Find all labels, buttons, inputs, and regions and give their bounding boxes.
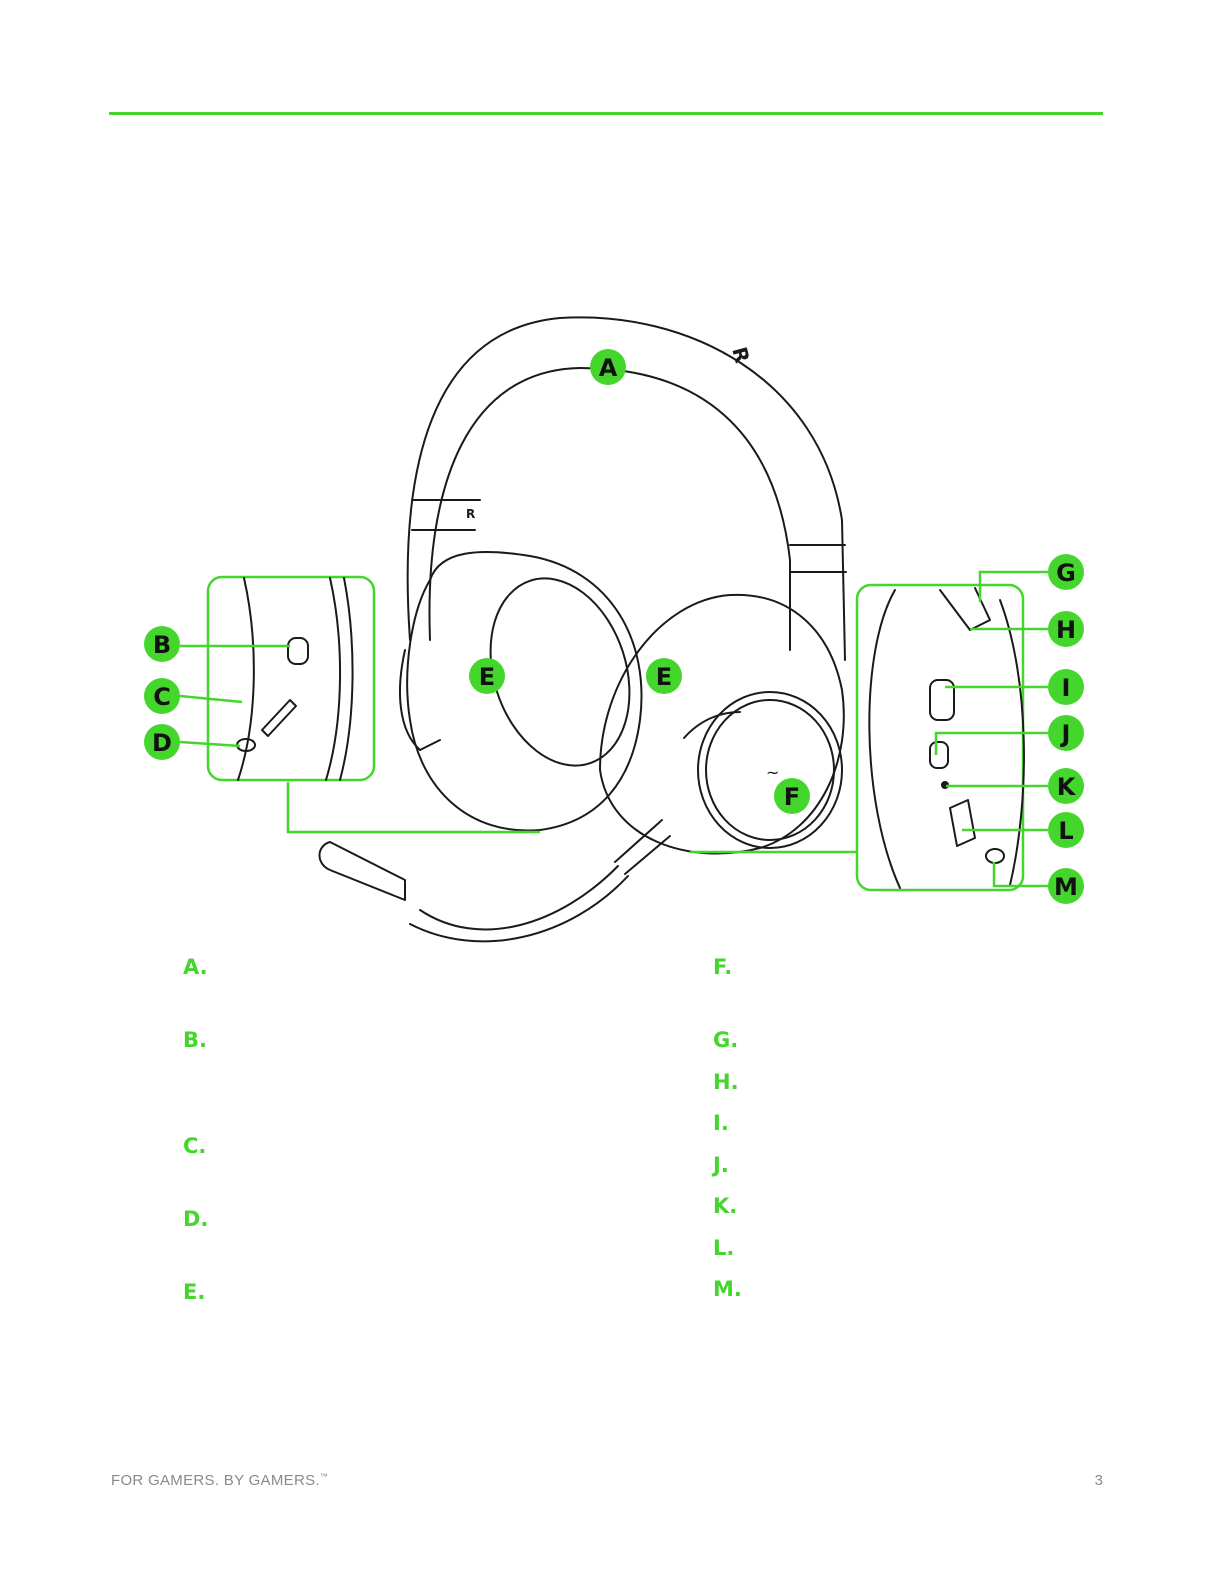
footer-tagline-text: FOR GAMERS. BY GAMERS. bbox=[111, 1472, 320, 1489]
headband: R R bbox=[406, 316, 847, 661]
left-earcup bbox=[398, 551, 643, 832]
headband-marker-top: R bbox=[727, 344, 754, 365]
callout-b: B bbox=[144, 626, 180, 662]
svg-text:F: F bbox=[784, 783, 800, 811]
callout-l: L bbox=[1048, 812, 1084, 848]
legend-label-a: A. bbox=[183, 955, 208, 979]
svg-text:K: K bbox=[1057, 773, 1077, 801]
footer-tagline: FOR GAMERS. BY GAMERS.™ bbox=[111, 1472, 328, 1489]
svg-text:M: M bbox=[1054, 873, 1078, 901]
legend-label-l: L. bbox=[713, 1236, 735, 1260]
svg-text:A: A bbox=[599, 354, 618, 382]
page-number: 3 bbox=[1094, 1472, 1103, 1489]
legend-label-c: C. bbox=[183, 1134, 207, 1158]
callout-k: K bbox=[1048, 768, 1084, 804]
callout-h: H bbox=[1048, 611, 1084, 647]
microphone-boom bbox=[318, 819, 671, 943]
callout-a: A bbox=[590, 349, 626, 385]
legend-label-g: G. bbox=[713, 1028, 739, 1052]
svg-text:J: J bbox=[1060, 720, 1071, 748]
header-rule bbox=[109, 112, 1103, 115]
headset-diagram: R R ~ bbox=[144, 316, 1084, 943]
left-panel-leader bbox=[286, 782, 540, 834]
legend-label-j: J. bbox=[713, 1153, 729, 1177]
right-detail-panel bbox=[855, 583, 1025, 892]
trademark-symbol: ™ bbox=[319, 1472, 329, 1481]
right-earcup: ~ bbox=[599, 593, 845, 855]
svg-text:E: E bbox=[479, 663, 495, 691]
callout-j: J bbox=[1048, 715, 1084, 751]
svg-text:D: D bbox=[152, 729, 172, 757]
headband-marker-left: R bbox=[466, 507, 475, 521]
svg-text:E: E bbox=[656, 663, 672, 691]
callout-c: C bbox=[144, 678, 180, 714]
svg-text:H: H bbox=[1056, 616, 1076, 644]
callout-e-right: E bbox=[646, 658, 682, 694]
svg-text:I: I bbox=[1062, 674, 1071, 702]
legend-label-i: I. bbox=[713, 1111, 729, 1135]
svg-text:G: G bbox=[1056, 559, 1076, 587]
logo-mark: ~ bbox=[766, 763, 779, 782]
svg-text:L: L bbox=[1058, 817, 1073, 845]
left-detail-panel bbox=[206, 575, 376, 782]
legend-label-m: M. bbox=[713, 1277, 742, 1301]
svg-text:B: B bbox=[153, 631, 171, 659]
callout-g: G bbox=[1048, 554, 1084, 590]
callout-i: I bbox=[1048, 669, 1084, 705]
callout-e-left: E bbox=[469, 658, 505, 694]
legend-label-f: F. bbox=[713, 955, 733, 979]
legend-label-b: B. bbox=[183, 1028, 207, 1052]
callout-f: F bbox=[774, 778, 810, 814]
callout-d: D bbox=[144, 724, 180, 760]
callout-m: M bbox=[1048, 868, 1084, 904]
legend-label-k: K. bbox=[713, 1194, 738, 1218]
legend-label-e: E. bbox=[183, 1280, 206, 1304]
legend-label-d: D. bbox=[183, 1207, 209, 1231]
svg-text:C: C bbox=[153, 683, 171, 711]
legend-label-h: H. bbox=[713, 1070, 739, 1094]
